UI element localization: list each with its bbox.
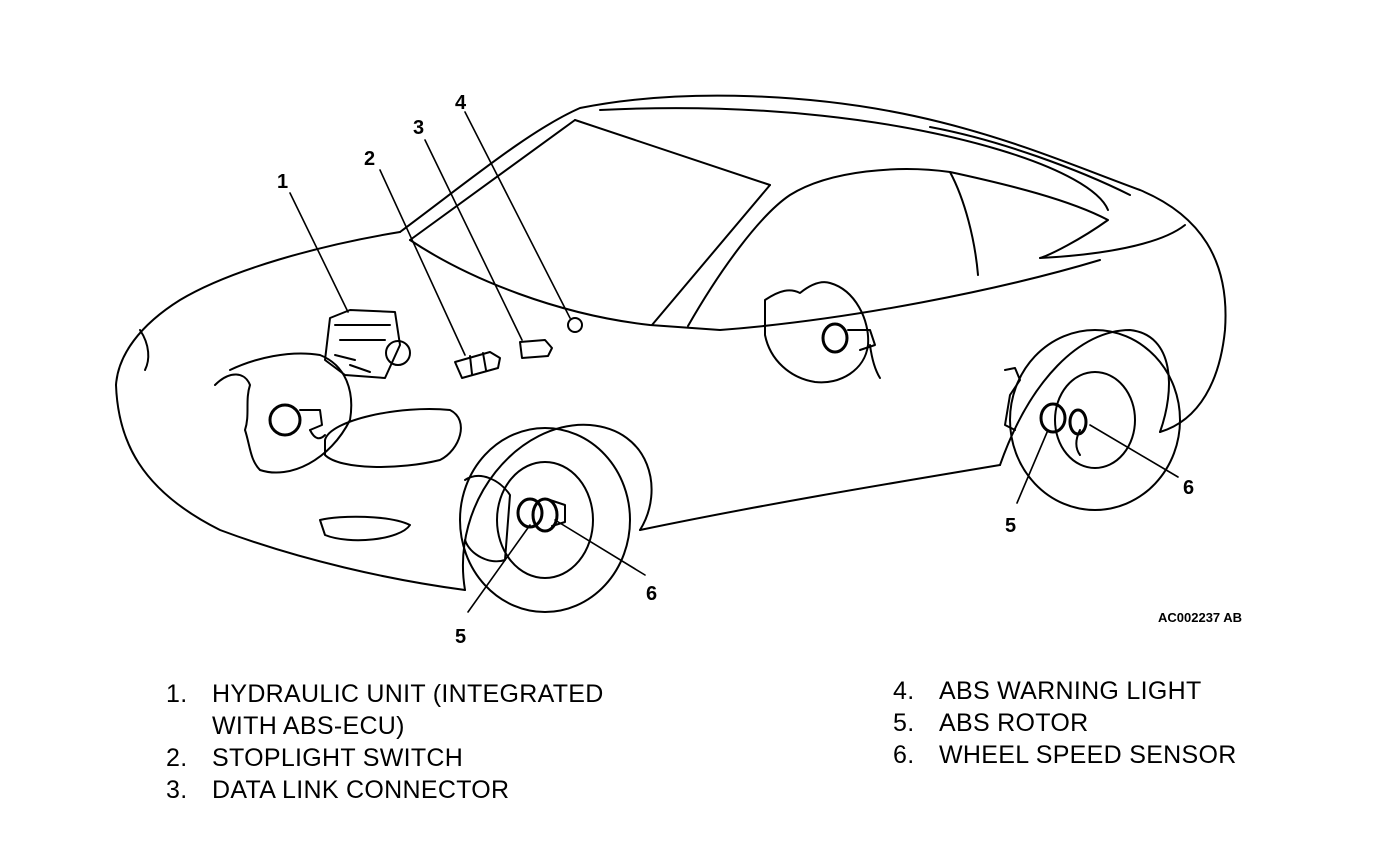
callout-1: 1 [277, 171, 288, 193]
rear-wheel [1004, 329, 1181, 511]
legend-item-4: 4. ABS WARNING LIGHT [893, 675, 1333, 707]
callout-4: 4 [455, 92, 467, 114]
legend-right: 4. ABS WARNING LIGHT 5. ABS ROTOR 6. WHE… [893, 675, 1333, 771]
legend-left: 1. HYDRAULIC UNIT (INTEGRATED WITH ABS-E… [166, 678, 686, 806]
callout-6-front: 6 [646, 583, 657, 605]
legend-number: 4. [893, 677, 915, 705]
legend-number: 5. [893, 709, 915, 737]
legend-number: 1. [166, 680, 188, 708]
legend-label: STOPLIGHT SWITCH [212, 744, 464, 772]
stoplight-switch [454, 351, 501, 379]
front-left-hub [214, 352, 353, 474]
hydraulic-unit [324, 309, 411, 379]
legend-item-3: 3. DATA LINK CONNECTOR [166, 774, 686, 806]
leader-lines [289, 111, 1179, 613]
legend-item-2: 2. STOPLIGHT SWITCH [166, 742, 686, 774]
legend-item-1: 1. HYDRAULIC UNIT (INTEGRATED WITH ABS-E… [166, 678, 686, 742]
callout-6-rear: 6 [1183, 477, 1194, 499]
callout-3: 3 [413, 117, 424, 139]
legend-label: WHEEL SPEED SENSOR [939, 741, 1237, 769]
legend-label: HYDRAULIC UNIT (INTEGRATED WITH ABS-ECU) [212, 680, 604, 740]
rear-left-hub [764, 281, 881, 384]
callout-2: 2 [364, 148, 375, 170]
callout-5-rear: 5 [1005, 515, 1016, 537]
figure-id: AC002237 AB [1158, 610, 1242, 625]
front-wheel [459, 427, 631, 613]
legend-number: 2. [166, 744, 188, 772]
abs-warning-light [567, 317, 583, 333]
callout-5-front: 5 [455, 626, 466, 648]
legend-label: DATA LINK CONNECTOR [212, 776, 510, 804]
legend-label: ABS ROTOR [939, 709, 1089, 737]
legend-label: ABS WARNING LIGHT [939, 677, 1202, 705]
legend-item-6: 6. WHEEL SPEED SENSOR [893, 739, 1333, 771]
data-link-connector [519, 339, 553, 359]
car-body-outline [115, 94, 1227, 591]
legend-number: 6. [893, 741, 915, 769]
legend-item-5: 5. ABS ROTOR [893, 707, 1333, 739]
legend-number: 3. [166, 776, 188, 804]
